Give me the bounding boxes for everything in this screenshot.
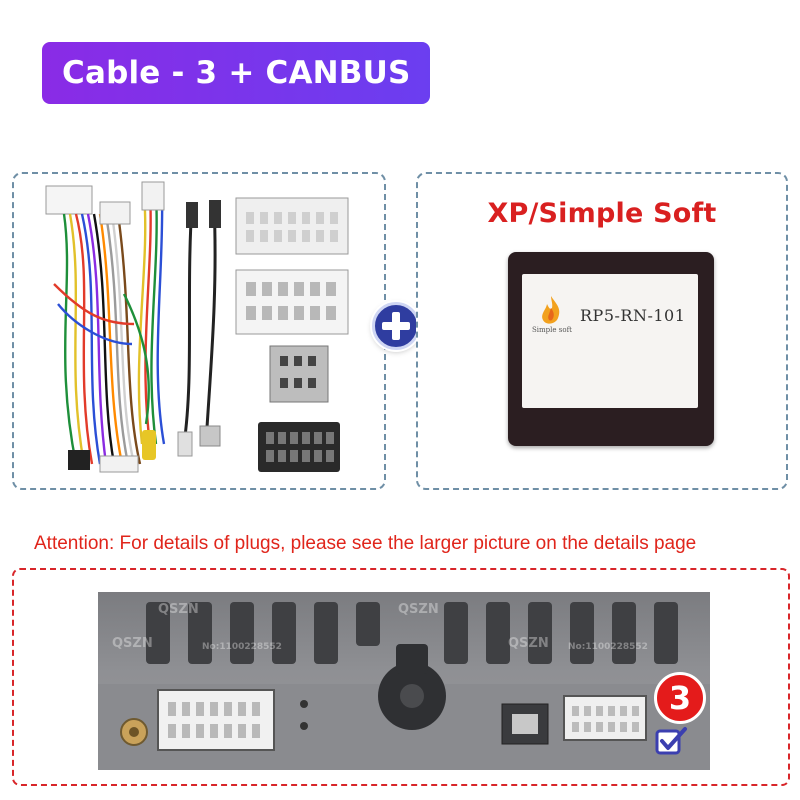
canbus-panel: XP/Simple Soft Simple soft RP5-RN-101 (416, 172, 788, 490)
harness-panel (12, 172, 386, 490)
attention-note: Attention: For details of plugs, please … (34, 533, 697, 554)
watermark-brand: QSZN (112, 636, 153, 651)
module-model: RP5-RN-101 (580, 306, 686, 325)
radio-rear-panel: QSZN QSZN QSZN QSZN No:1100228552 No:110… (12, 568, 790, 786)
flame-logo-icon (542, 296, 560, 324)
brand-title: XP/Simple Soft (487, 198, 717, 229)
radio-rear-photo: QSZN QSZN QSZN QSZN No:1100228552 No:110… (98, 592, 710, 770)
plus-icon (372, 302, 420, 350)
module-label: Simple soft RP5-RN-101 (522, 274, 698, 408)
wire-harness-icon (45, 181, 349, 473)
checkbox-checked-icon (655, 727, 687, 755)
title-badge: Cable - 3 + CANBUS (42, 42, 430, 104)
canbus-module: Simple soft RP5-RN-101 (508, 252, 714, 446)
watermark-brand: QSZN (158, 602, 199, 617)
module-logo-text: Simple soft (532, 326, 572, 334)
watermark-code: No:1100228552 (202, 642, 282, 652)
watermark-code: No:1100228552 (568, 642, 648, 652)
number-badge: 3 (654, 672, 706, 724)
page-title: Cable - 3 + CANBUS (62, 55, 411, 91)
heatsink-fins-icon (98, 602, 710, 770)
watermark-brand: QSZN (508, 636, 549, 651)
watermark-brand: QSZN (398, 602, 439, 617)
